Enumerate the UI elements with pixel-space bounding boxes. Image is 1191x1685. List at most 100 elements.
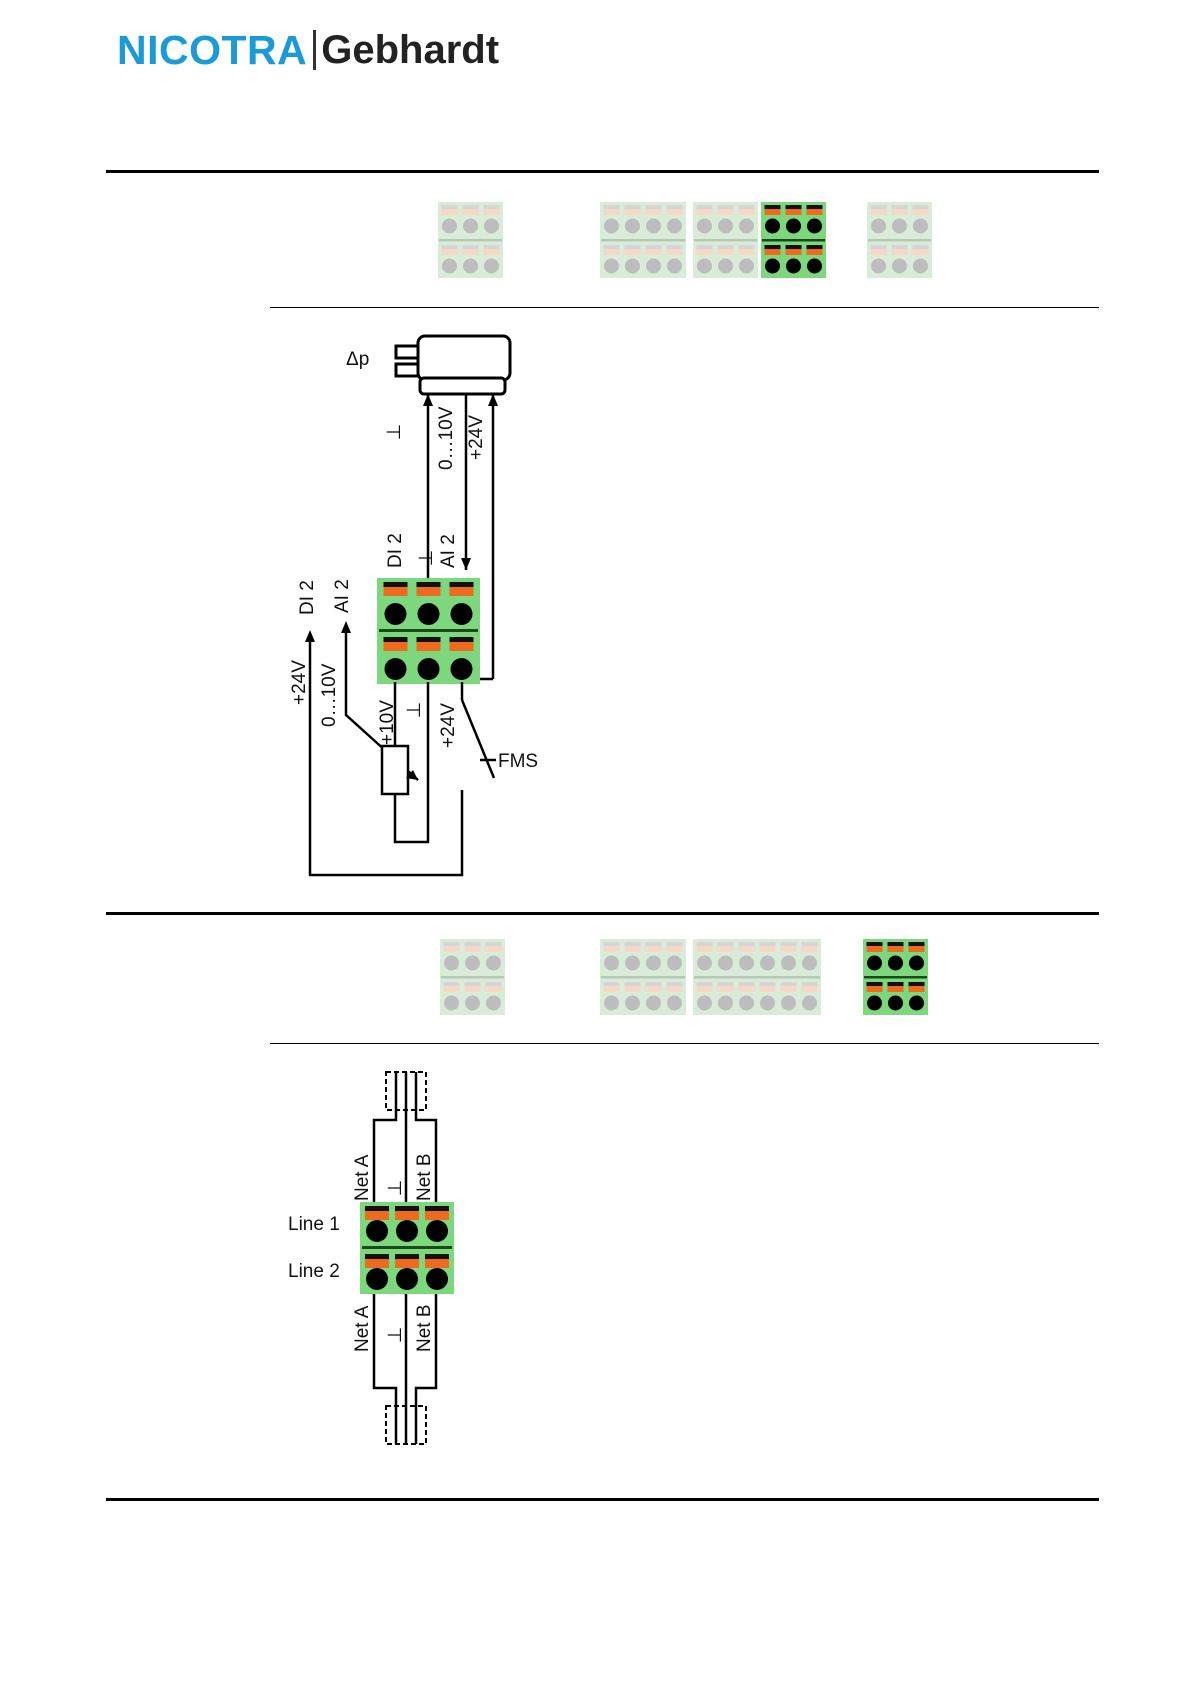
section1-sub-divider: [270, 307, 1099, 308]
terminal-screw: [484, 219, 499, 234]
clip-orange: [625, 209, 641, 215]
bottom-label-24v: +24V: [438, 703, 459, 748]
clip-top: [486, 982, 502, 986]
clip-orange: [646, 986, 662, 992]
pressure-sensor-icon: [396, 336, 510, 394]
clip-orange: [892, 249, 908, 255]
clip-orange: [667, 946, 683, 952]
terminal-group-active: [863, 939, 928, 1015]
terminal-screw: [418, 658, 440, 680]
clip-orange: [465, 986, 481, 992]
terminal-screw: [385, 658, 407, 680]
terminal-block-2: [360, 1202, 454, 1294]
clip-orange: [697, 986, 713, 992]
clip-orange: [802, 986, 818, 992]
clip-top: [465, 942, 481, 946]
clip-top: [909, 942, 925, 946]
top-label-ground: ⊥: [385, 1180, 406, 1197]
clip-top: [667, 245, 683, 249]
line2-label: Line 2: [288, 1261, 340, 1282]
terminal-group-active: [761, 202, 826, 278]
terminal-screw: [646, 219, 661, 234]
terminal-screw: [867, 996, 882, 1011]
clip-top: [646, 982, 662, 986]
terminal-screw: [892, 259, 907, 274]
clip-top: [913, 245, 929, 249]
clip-orange: [765, 249, 781, 255]
terminal-screw: [786, 259, 801, 274]
terminal-screw: [604, 956, 619, 971]
terminal-screw: [867, 956, 882, 971]
terminal-screw: [625, 956, 640, 971]
clip-orange: [892, 209, 908, 215]
clip-orange: [802, 946, 818, 952]
terminal-screw: [667, 259, 682, 274]
fms-label: FMS: [498, 751, 538, 772]
terminal-screw: [765, 219, 780, 234]
terminal-screw: [697, 259, 712, 274]
clip-top: [781, 942, 797, 946]
clip-orange: [486, 946, 502, 952]
terminal-screw: [442, 219, 457, 234]
clip-top: [697, 942, 713, 946]
terminal-screw: [909, 956, 924, 971]
clip-top: [888, 982, 904, 986]
top-supply-label: +24V: [466, 415, 487, 460]
terminal-screw: [426, 1268, 448, 1290]
terminal-screw: [781, 996, 796, 1011]
terminal-screw: [802, 996, 817, 1011]
terminal-group-3: [693, 939, 821, 1015]
clip-orange: [646, 249, 662, 255]
clip-top: [867, 942, 883, 946]
clip-orange: [718, 946, 734, 952]
block-top-label-di2: DI 2: [385, 533, 406, 568]
terminal-screw: [807, 259, 822, 274]
clip-top: [765, 245, 781, 249]
clip-orange: [760, 946, 776, 952]
clip-orange: [807, 209, 823, 215]
clip-orange: [888, 946, 904, 952]
clip-orange: [718, 986, 734, 992]
clip-orange: [604, 946, 620, 952]
terminal-screw: [625, 996, 640, 1011]
clip-top: [442, 245, 458, 249]
clip-orange: [444, 986, 460, 992]
clip-orange: [484, 209, 500, 215]
clip-top: [867, 982, 883, 986]
terminal-screw: [802, 956, 817, 971]
clip-top: [892, 205, 908, 209]
clip-orange: [465, 946, 481, 952]
wiring-diagram-1: Δp ⊥ 0…10V +24V DI 2 ⊥ AI 2 DI 2 AI 2 +2…: [270, 320, 600, 890]
clip-top: [786, 205, 802, 209]
clip-orange: [781, 986, 797, 992]
terminal-screw: [396, 1220, 418, 1242]
terminal-screw: [486, 996, 501, 1011]
clip-orange: [786, 249, 802, 255]
clip-top: [667, 942, 683, 946]
clip-orange: [646, 209, 662, 215]
terminal-screw: [765, 259, 780, 274]
clip-top: [646, 245, 662, 249]
clip-orange: [463, 249, 479, 255]
terminal-screw: [418, 603, 440, 625]
left-supply-label: +24V: [289, 660, 310, 705]
clip-orange: [625, 249, 641, 255]
clip-top: [625, 942, 641, 946]
terminal-screw: [760, 956, 775, 971]
terminal-screw: [892, 219, 907, 234]
clip-orange: [807, 249, 823, 255]
clip-orange: [739, 209, 755, 215]
clip-orange: [625, 946, 641, 952]
clip-top: [697, 245, 713, 249]
terminal-screw: [366, 1268, 388, 1290]
left-label-di2: DI 2: [297, 580, 318, 615]
clip-top: [807, 245, 823, 249]
clip-top: [444, 982, 460, 986]
clip-top: [739, 205, 755, 209]
clip-orange: [867, 986, 883, 992]
bus-diagram: Net A ⊥ Net B Line 1 Line 2 Net A ⊥ Net …: [270, 1060, 510, 1460]
clip-orange: [718, 249, 734, 255]
clip-top: [465, 982, 481, 986]
clip-top: [718, 982, 734, 986]
terminal-screw: [739, 996, 754, 1011]
